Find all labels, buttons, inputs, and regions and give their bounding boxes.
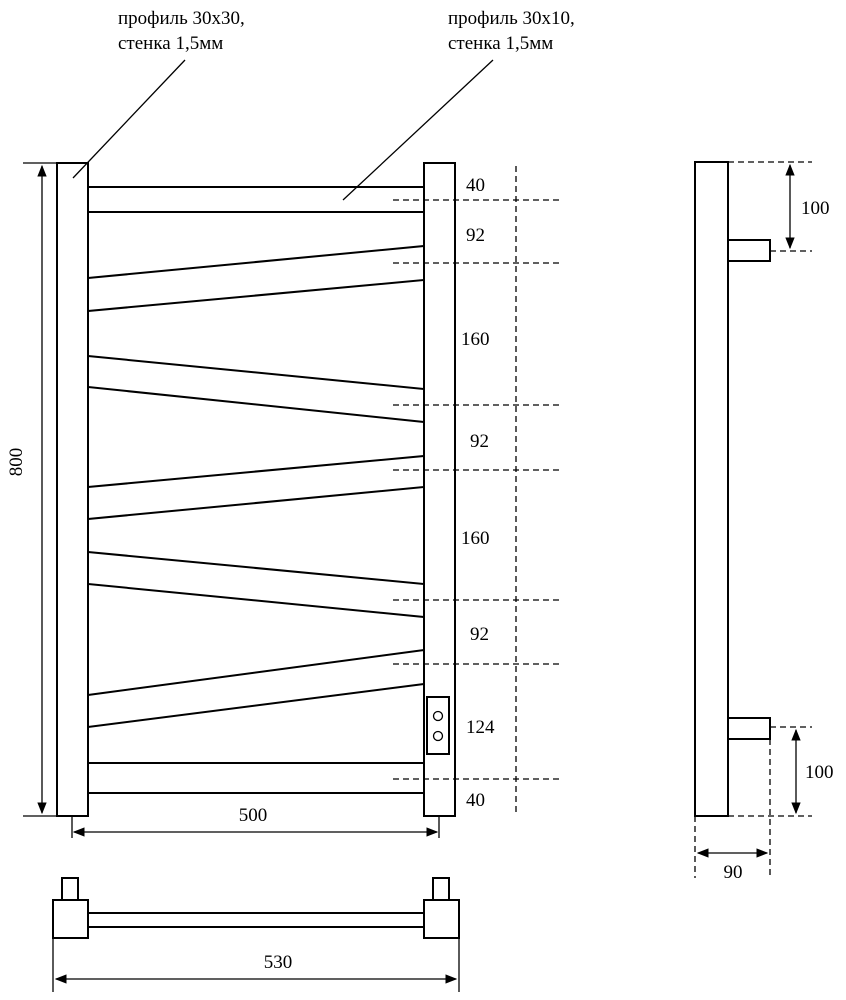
- indicator-icon: [432, 710, 444, 722]
- top-fitting-left: [61, 877, 79, 901]
- rung-6: [87, 648, 425, 729]
- rung-4: [87, 454, 425, 521]
- left-profile-label-line1: профиль 30х30,: [118, 8, 245, 29]
- side-bracket-bottom: [727, 717, 771, 740]
- leader-line-right: [342, 59, 494, 201]
- height-dimension-label: 800: [6, 448, 27, 477]
- left-profile-label-line2: стенка 1,5мм: [118, 33, 223, 54]
- top-rung: [87, 912, 425, 928]
- rung-7: [87, 762, 425, 794]
- spacing-label: 160: [461, 329, 490, 350]
- spacing-label: 92: [470, 431, 489, 452]
- spacing-label: 160: [461, 528, 490, 549]
- top-post-left: [52, 899, 89, 939]
- side-post: [694, 161, 729, 817]
- spacing-label: 40: [466, 175, 485, 196]
- left-post: [56, 162, 89, 817]
- control-unit: [426, 696, 450, 755]
- side-bottom-dimension-label: 100: [805, 762, 834, 783]
- right-profile-label-line2: стенка 1,5мм: [448, 33, 553, 54]
- rung-3: [87, 354, 425, 424]
- side-bracket-top: [727, 239, 771, 262]
- indicator-icon: [432, 730, 444, 742]
- top-fitting-right: [432, 877, 450, 901]
- width-dimension-label: 500: [239, 805, 268, 826]
- leader-line-left: [72, 59, 186, 179]
- rung-2: [87, 244, 425, 313]
- side-top-dimension-label: 100: [801, 198, 830, 219]
- spacing-label: 124: [466, 717, 495, 738]
- rung-5: [87, 550, 425, 619]
- rung-1: [87, 186, 425, 213]
- spacing-label: 92: [470, 624, 489, 645]
- spacing-label: 40: [466, 790, 485, 811]
- depth-dimension-label: 90: [724, 862, 743, 883]
- right-profile-label-line1: профиль 30х10,: [448, 8, 575, 29]
- rungs: [87, 186, 425, 794]
- front-view: 800 500 40 92 160 92 160 92 124 40 профи…: [6, 8, 575, 838]
- top-view: 530: [52, 877, 460, 992]
- top-post-right: [423, 899, 460, 939]
- total-width-dimension-label: 530: [264, 952, 293, 973]
- side-view: 100 100 90: [694, 161, 834, 883]
- spacing-label: 92: [466, 225, 485, 246]
